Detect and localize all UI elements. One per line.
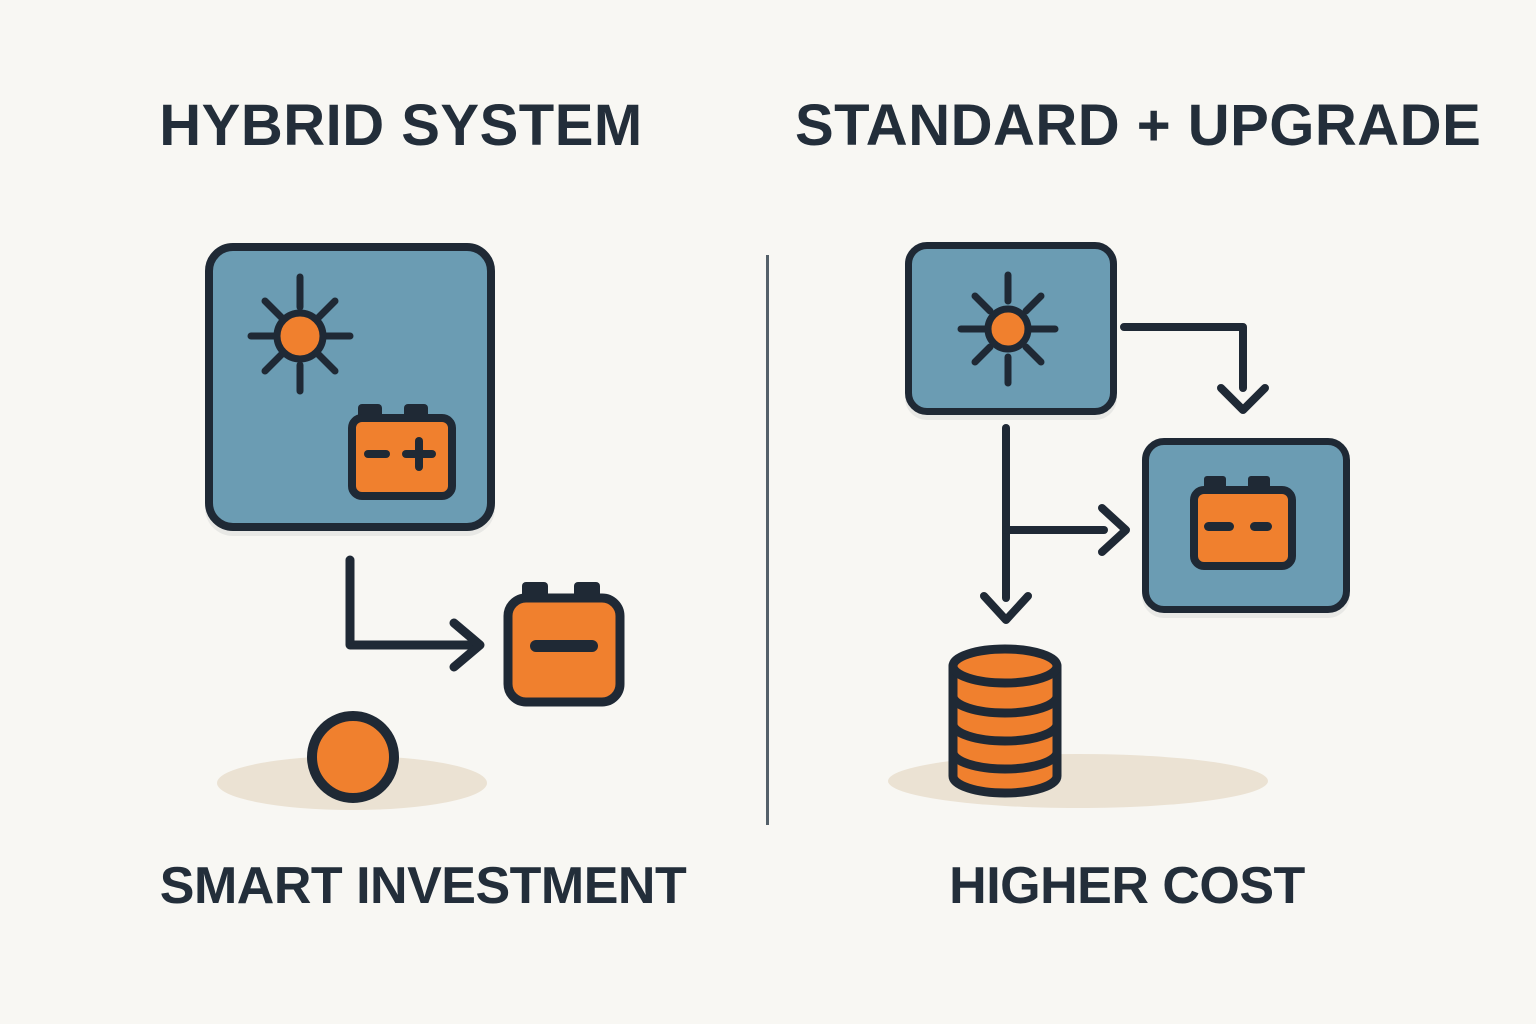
coin-stack-icon xyxy=(948,644,1062,798)
left-column-caption: SMART INVESTMENT xyxy=(159,857,687,915)
arrow-down-icon xyxy=(1120,323,1269,414)
sun-icon xyxy=(957,271,1059,387)
sun-icon xyxy=(247,273,354,395)
right-column-caption: HIGHER COST xyxy=(949,857,1305,915)
arrow-split-icon xyxy=(980,424,1130,624)
left-column-title: HYBRID SYSTEM xyxy=(159,93,643,158)
coin-icon xyxy=(307,711,399,803)
arrow-right-icon xyxy=(345,555,485,672)
right-column-title: STANDARD + UPGRADE xyxy=(795,93,1482,158)
battery-icon xyxy=(1190,476,1296,570)
column-divider-line xyxy=(766,255,769,825)
battery-icon xyxy=(348,404,456,500)
battery-icon xyxy=(503,582,625,707)
